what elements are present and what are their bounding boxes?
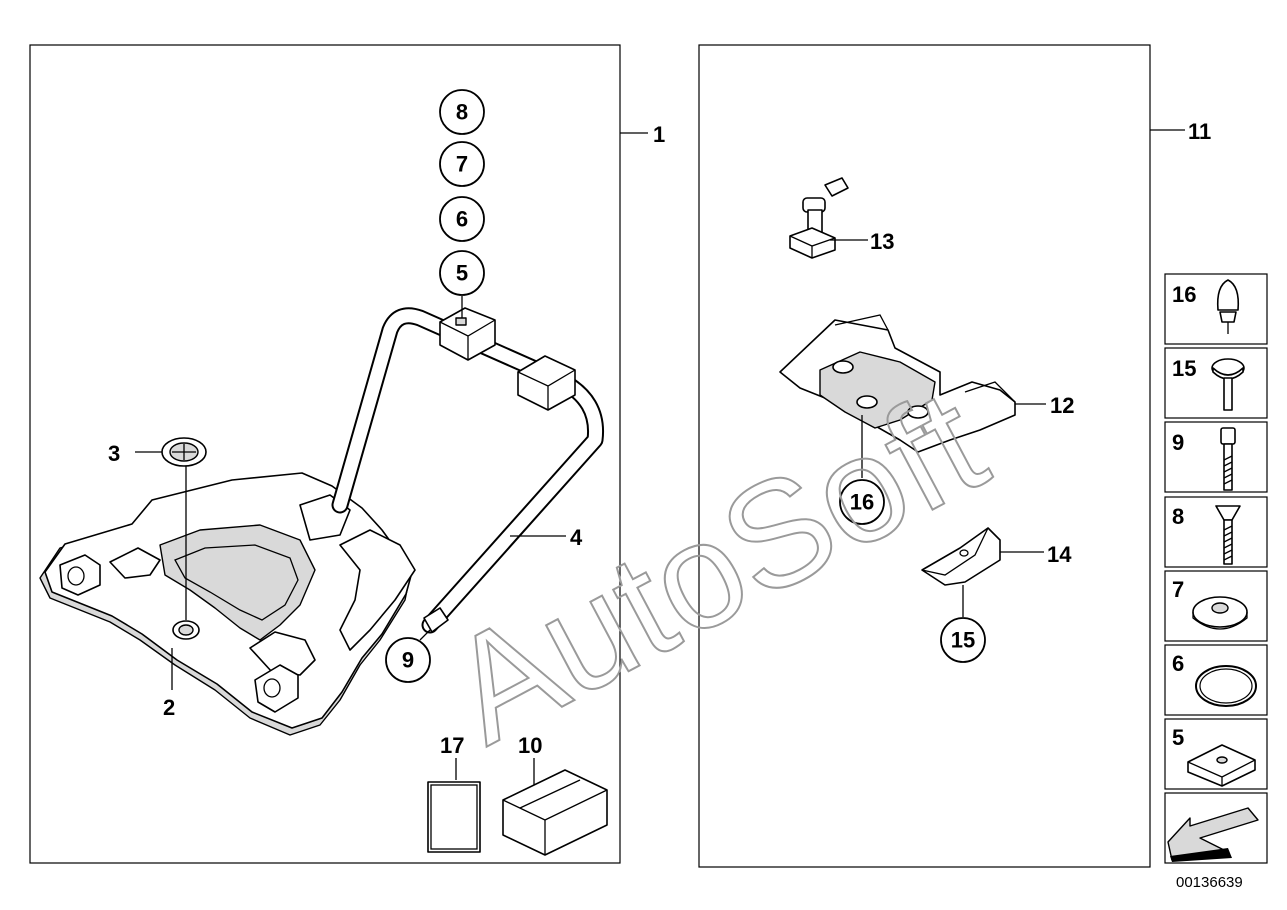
legend-label-9: 9 xyxy=(1172,430,1184,455)
bracket-part xyxy=(921,527,1001,586)
callout-1: 1 xyxy=(653,122,665,147)
clip-nut-icon xyxy=(1187,744,1256,787)
callout-3: 3 xyxy=(108,441,120,466)
legend-label-5: 5 xyxy=(1172,725,1184,750)
callout-4: 4 xyxy=(570,525,583,550)
washer-icon xyxy=(1192,596,1248,630)
callout-10: 10 xyxy=(518,733,542,758)
document-pouch-part xyxy=(427,781,481,853)
callout-13: 13 xyxy=(870,229,894,254)
left-group-frame xyxy=(29,44,621,864)
callout-14: 14 xyxy=(1047,542,1072,567)
button-rivet-icon xyxy=(1216,279,1240,334)
legend-label-16: 16 xyxy=(1172,282,1196,307)
tube-rail-part xyxy=(331,307,605,634)
legend-label-7: 7 xyxy=(1172,577,1184,602)
badge-emblem-part xyxy=(161,437,207,467)
watermark: AutoSoft xyxy=(423,357,1010,775)
callout-11: 11 xyxy=(1188,119,1211,144)
callout-12: 12 xyxy=(1050,393,1074,418)
legend-label-6: 6 xyxy=(1172,651,1184,676)
lock-cylinder-part xyxy=(789,177,849,259)
callout-17: 17 xyxy=(440,733,464,758)
o-ring-icon xyxy=(1195,665,1257,707)
callout-8: 8 xyxy=(456,100,468,125)
mounting-plate-part xyxy=(779,314,1016,453)
callout-15-bracket: 15 xyxy=(951,628,975,653)
callout-2: 2 xyxy=(163,695,175,720)
callout-16-plate: 16 xyxy=(850,490,874,515)
legend-label-8: 8 xyxy=(1172,504,1184,529)
legend-label-15: 15 xyxy=(1172,356,1196,381)
mushroom-bolt-icon xyxy=(1211,358,1245,411)
callout-7: 7 xyxy=(456,152,468,177)
callout-5: 5 xyxy=(456,261,468,286)
carrier-plate-part xyxy=(39,472,416,736)
callout-6: 6 xyxy=(456,207,468,232)
countersunk-screw-icon xyxy=(1215,505,1241,565)
socket-screw-icon xyxy=(1220,427,1236,491)
small-parts-legend: 16 15 9 8 7 6 xyxy=(1164,273,1268,864)
callout-9: 9 xyxy=(402,648,414,673)
direction-arrow-icon xyxy=(1167,807,1259,862)
diagram-reference-number: 00136639 xyxy=(1176,874,1243,891)
right-group-frame xyxy=(698,44,1151,868)
packaging-box-part xyxy=(502,769,608,856)
